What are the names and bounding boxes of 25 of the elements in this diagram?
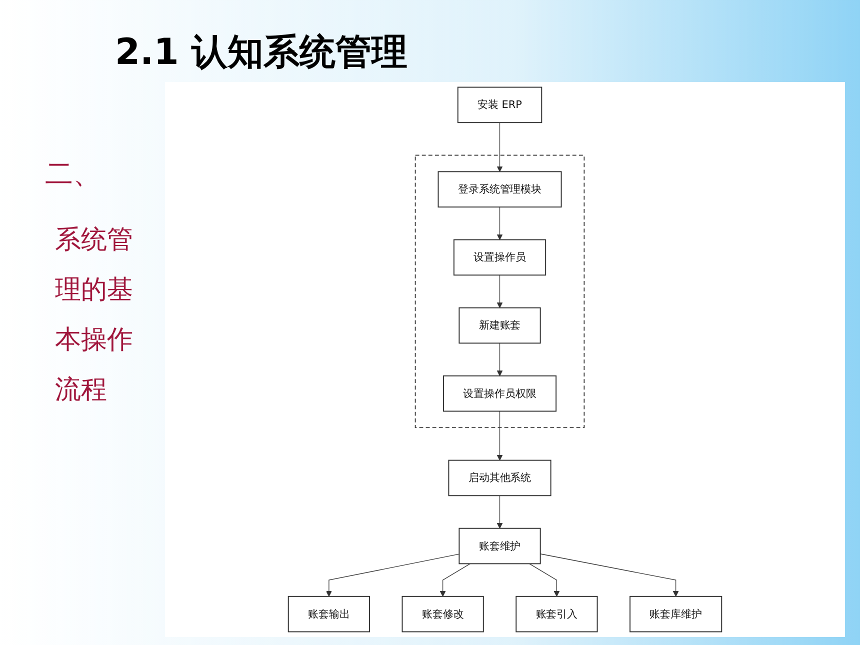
arrow	[326, 554, 460, 597]
node-box: 登录系统管理模块	[438, 171, 562, 208]
node-box: 设置操作员	[453, 239, 546, 276]
node-box: 新建账套	[458, 307, 541, 344]
node-box: 安装 ERP	[457, 86, 542, 124]
arrow	[529, 563, 560, 597]
node-box: 账套输出	[288, 596, 370, 632]
node-box: 账套库维护	[630, 596, 722, 632]
node-box: 账套修改	[402, 596, 484, 632]
arrow	[496, 495, 503, 529]
arrow	[440, 563, 471, 597]
node-box: 设置操作员权限	[443, 375, 557, 412]
arrow	[496, 122, 503, 172]
cluster	[414, 154, 585, 428]
arrow	[496, 410, 503, 461]
section-number: 二、	[45, 156, 101, 192]
node-box: 启动其他系统	[448, 460, 552, 496]
node-box: 账套引入	[516, 596, 598, 632]
arrow	[496, 342, 503, 376]
arrow	[496, 274, 503, 308]
section-heading: 系统管理的基本操作流程	[55, 224, 134, 407]
slide-title: 2.1 认知系统管理	[115, 31, 408, 75]
node-box: 账套维护	[458, 528, 541, 564]
arrow	[496, 206, 503, 240]
arrow	[540, 554, 679, 597]
